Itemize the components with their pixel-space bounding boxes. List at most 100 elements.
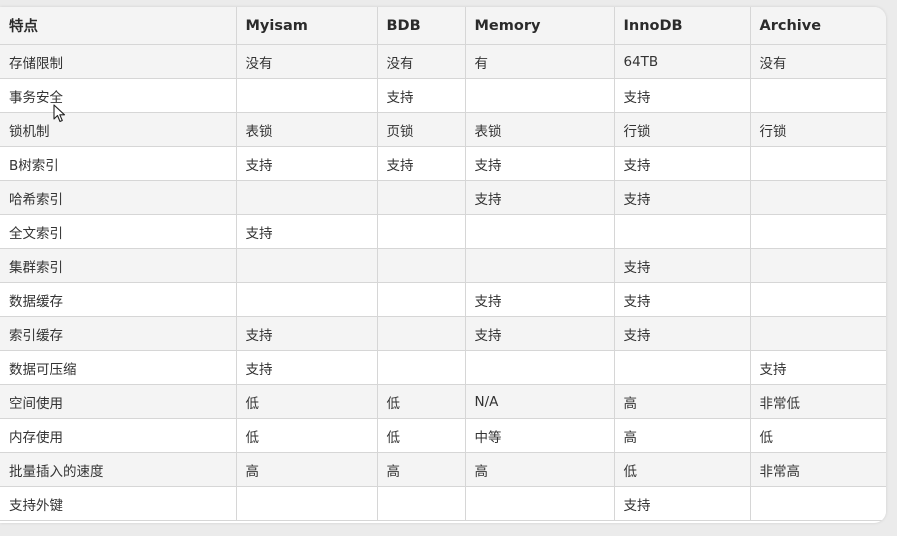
table-row: B树索引支持支持支持支持 [0, 146, 886, 181]
cell-bdb: 没有 [376, 44, 466, 79]
table-row: 批量插入的速度高高高低非常高 [0, 452, 886, 487]
table-row: 哈希索引 支持支持 [0, 180, 886, 215]
cell-myisam [235, 486, 378, 521]
cell-bdb: 页锁 [376, 112, 466, 147]
cell-archive: 没有 [749, 44, 886, 79]
table-header-row: 特点 Myisam BDB Memory InnoDB Archive [0, 7, 886, 45]
cell-feature: 数据可压缩 [0, 350, 237, 385]
cell-archive [749, 316, 886, 351]
cell-myisam: 没有 [235, 44, 378, 79]
table-row: 集群索引 支持 [0, 248, 886, 283]
cell-innodb: 高 [613, 418, 751, 453]
cell-memory [464, 350, 615, 385]
cell-archive [749, 78, 886, 113]
cell-innodb: 行锁 [613, 112, 751, 147]
cell-memory: 表锁 [464, 112, 615, 147]
cell-innodb [613, 350, 751, 385]
cell-archive [749, 146, 886, 181]
header-myisam: Myisam [235, 7, 378, 45]
cell-innodb: 支持 [613, 180, 751, 215]
cell-myisam: 低 [235, 418, 378, 453]
cell-bdb [376, 248, 466, 283]
cell-innodb: 低 [613, 452, 751, 487]
table-row: 内存使用低低中等高低 [0, 418, 886, 453]
cell-innodb: 支持 [613, 248, 751, 283]
cell-myisam [235, 180, 378, 215]
cell-memory: 高 [464, 452, 615, 487]
cell-memory [464, 78, 615, 113]
cell-innodb: 支持 [613, 282, 751, 317]
cell-memory: N/A [464, 384, 615, 419]
table-row: 索引缓存支持支持支持 [0, 316, 886, 351]
cell-feature: 内存使用 [0, 418, 237, 453]
cell-myisam [235, 248, 378, 283]
cell-memory: 支持 [464, 146, 615, 181]
cell-archive: 低 [749, 418, 886, 453]
cell-feature: 集群索引 [0, 248, 237, 283]
header-archive: Archive [749, 7, 886, 45]
cell-bdb: 高 [376, 452, 466, 487]
cell-bdb [376, 316, 466, 351]
table-row: 全文索引支持 [0, 214, 886, 249]
cell-archive [749, 180, 886, 215]
cell-memory [464, 248, 615, 283]
cell-feature: 事务安全 [0, 78, 237, 113]
table-row: 锁机制表锁页锁表锁行锁行锁 [0, 112, 886, 147]
cell-memory: 中等 [464, 418, 615, 453]
table-row: 数据可压缩支持支持 [0, 350, 886, 385]
cell-memory: 支持 [464, 316, 615, 351]
cell-innodb: 支持 [613, 146, 751, 181]
cell-feature: 锁机制 [0, 112, 237, 147]
cell-memory: 支持 [464, 180, 615, 215]
cell-feature: B树索引 [0, 146, 237, 181]
table-row: 事务安全支持支持 [0, 78, 886, 113]
cell-myisam: 表锁 [235, 112, 378, 147]
cell-bdb [376, 486, 466, 521]
cell-archive [749, 486, 886, 521]
cell-myisam: 支持 [235, 146, 378, 181]
cell-feature: 空间使用 [0, 384, 237, 419]
cell-feature: 索引缓存 [0, 316, 237, 351]
cell-archive: 支持 [749, 350, 886, 385]
cell-innodb: 64TB [613, 44, 751, 79]
cell-bdb [376, 350, 466, 385]
cell-myisam: 支持 [235, 214, 378, 249]
cell-archive [749, 248, 886, 283]
cell-archive: 非常低 [749, 384, 886, 419]
cell-feature: 批量插入的速度 [0, 452, 237, 487]
cell-feature: 哈希索引 [0, 180, 237, 215]
cell-innodb: 支持 [613, 316, 751, 351]
cell-myisam: 支持 [235, 316, 378, 351]
cell-memory: 有 [464, 44, 615, 79]
cell-innodb [613, 214, 751, 249]
cell-memory [464, 214, 615, 249]
cell-bdb: 低 [376, 418, 466, 453]
cell-memory [464, 486, 615, 521]
header-innodb: InnoDB [613, 7, 751, 45]
cell-bdb [376, 180, 466, 215]
cell-myisam: 低 [235, 384, 378, 419]
cell-bdb: 低 [376, 384, 466, 419]
cell-innodb: 高 [613, 384, 751, 419]
header-bdb: BDB [376, 7, 466, 45]
cell-bdb [376, 282, 466, 317]
cell-myisam [235, 78, 378, 113]
header-memory: Memory [464, 7, 615, 45]
cell-bdb: 支持 [376, 146, 466, 181]
cell-myisam: 高 [235, 452, 378, 487]
storage-engine-comparison-table: 特点 Myisam BDB Memory InnoDB Archive 存储限制… [0, 7, 886, 521]
cell-innodb: 支持 [613, 486, 751, 521]
cell-feature: 存储限制 [0, 44, 237, 79]
header-feature: 特点 [0, 7, 237, 45]
cell-archive [749, 214, 886, 249]
cell-archive: 非常高 [749, 452, 886, 487]
table-row: 数据缓存支持支持 [0, 282, 886, 317]
table-row: 支持外键支持 [0, 486, 886, 521]
cell-bdb: 支持 [376, 78, 466, 113]
cell-myisam [235, 282, 378, 317]
cell-archive: 行锁 [749, 112, 886, 147]
cell-bdb [376, 214, 466, 249]
